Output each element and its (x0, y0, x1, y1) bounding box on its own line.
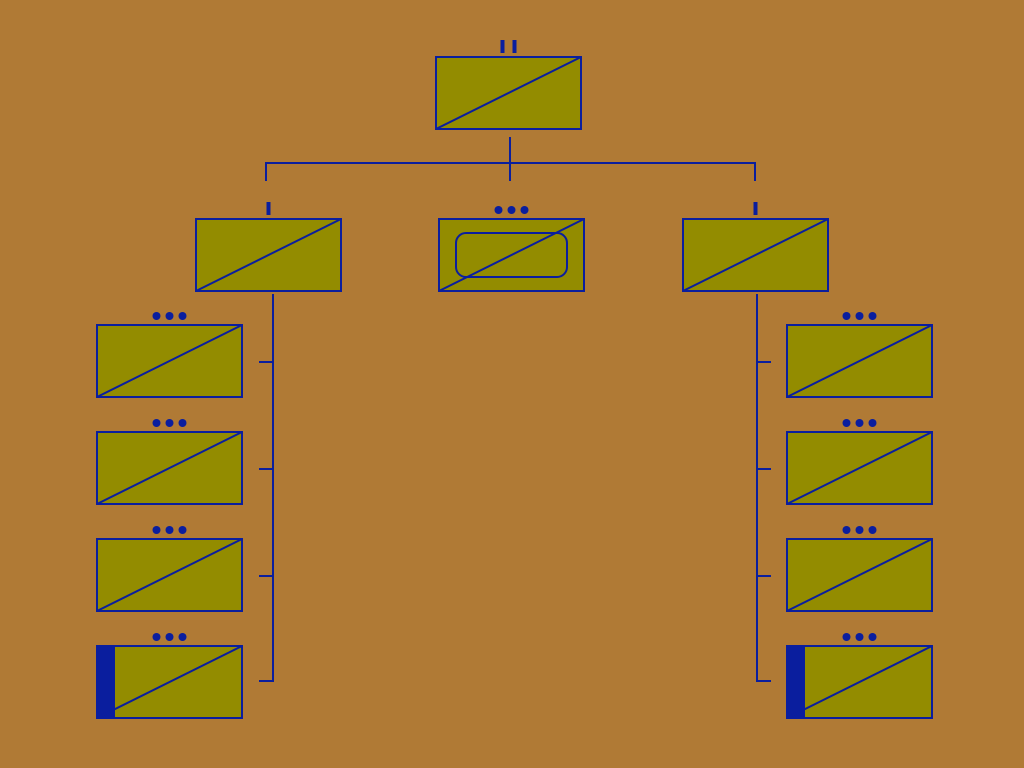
left-sub-3-echelon-dot-icon (178, 526, 187, 534)
right-branch-diagonal (682, 218, 829, 292)
unit-symbols (96, 40, 933, 719)
right-sub-2-echelon-dot-icon (855, 419, 864, 427)
left-branch-echelon-bar-icon (266, 202, 271, 215)
right-branch-echelon-bar-icon (753, 202, 758, 215)
left-sub-4-unit-symbol (96, 633, 243, 719)
hq-echelon-bar-icon (500, 40, 505, 53)
left-sub-1-echelon-dot-icon (178, 312, 187, 320)
right-sub-4-echelon-dot-icon (868, 633, 877, 641)
right-branch-unit-symbol (682, 202, 829, 292)
right-sub-3-unit-symbol (786, 526, 933, 612)
left-sub-1-echelon-dot-icon (152, 312, 161, 320)
right-sub-3-echelon-dot-icon (842, 526, 851, 534)
right-sub-1-diagonal (786, 324, 933, 398)
left-sub-3-unit-symbol (96, 526, 243, 612)
hq-unit-symbol (435, 40, 582, 130)
right-sub-1-echelon-dot-icon (855, 312, 864, 320)
center-branch-echelon-dot-icon (494, 206, 503, 214)
right-sub-4-diagonal (786, 645, 933, 719)
right-sub-1-echelon-dot-icon (868, 312, 877, 320)
center-branch-diagonal (438, 218, 585, 292)
center-branch-unit-symbol (438, 206, 585, 292)
left-sub-4-hq-band (97, 646, 115, 718)
right-sub-2-echelon-dot-icon (842, 419, 851, 427)
right-sub-1-echelon-dot-icon (842, 312, 851, 320)
left-branch-diagonal (195, 218, 342, 292)
center-branch-echelon-dot-icon (520, 206, 529, 214)
right-sub-4-unit-symbol (786, 633, 933, 719)
left-sub-4-echelon-dot-icon (152, 633, 161, 641)
left-sub-1-echelon-dot-icon (165, 312, 174, 320)
left-sub-3-echelon-dot-icon (152, 526, 161, 534)
right-sub-2-unit-symbol (786, 419, 933, 505)
hq-echelon-bar-icon (512, 40, 517, 53)
hq-diagonal (435, 56, 582, 130)
left-sub-3-echelon-dot-icon (165, 526, 174, 534)
right-sub-4-echelon-dot-icon (855, 633, 864, 641)
left-sub-2-diagonal (96, 431, 243, 505)
left-sub-1-unit-symbol (96, 312, 243, 398)
center-branch-inner-shape (455, 232, 568, 278)
connector-lines (259, 137, 771, 682)
right-sub-4-echelon-dot-icon (842, 633, 851, 641)
left-sub-1-diagonal (96, 324, 243, 398)
right-sub-3-echelon-dot-icon (868, 526, 877, 534)
left-sub-4-echelon-dot-icon (178, 633, 187, 641)
left-sub-4-echelon-dot-icon (165, 633, 174, 641)
right-sub-2-diagonal (786, 431, 933, 505)
right-sub-2-echelon-dot-icon (868, 419, 877, 427)
left-sub-3-diagonal (96, 538, 243, 612)
left-sub-4-diagonal (96, 645, 243, 719)
left-branch-unit-symbol (195, 202, 342, 292)
right-sub-1-unit-symbol (786, 312, 933, 398)
right-sub-3-diagonal (786, 538, 933, 612)
left-sub-2-echelon-dot-icon (178, 419, 187, 427)
right-sub-3-echelon-dot-icon (855, 526, 864, 534)
left-sub-2-echelon-dot-icon (152, 419, 161, 427)
right-sub-4-hq-band (787, 646, 805, 718)
center-branch-echelon-dot-icon (507, 206, 516, 214)
left-sub-2-unit-symbol (96, 419, 243, 505)
left-sub-2-echelon-dot-icon (165, 419, 174, 427)
